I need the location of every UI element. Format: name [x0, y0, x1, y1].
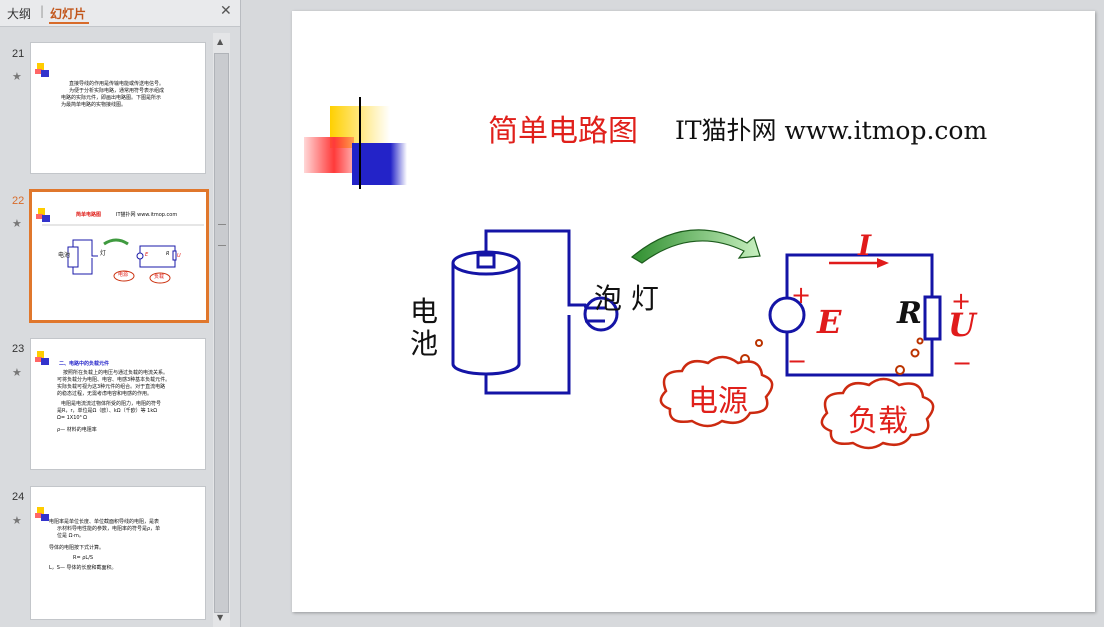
star-icon: ★ [12, 217, 22, 230]
thumb-u-label: U [177, 253, 181, 259]
thumb-text-line: 位是 Ω·m。 [57, 533, 84, 539]
thumb-text-line: 的稳态过程，无需考虑电容和电感的作用。 [57, 391, 153, 397]
battery-illustration [451, 229, 590, 395]
scroll-down-icon[interactable]: ▼ [217, 613, 224, 622]
thumb-text-line: 电阻是电流流过物体所受的阻力，电阻的符号 [61, 401, 162, 407]
thumb-text-line: 电路的实际元件，即画出电路图。下图是所示 [61, 95, 162, 101]
grip-icon [218, 224, 226, 246]
thumb-title-black: IT猫扑网 www.itmop.com [116, 212, 178, 218]
thumb-text-line: R= ρL/S [73, 555, 94, 561]
slide-number-22: 22 [12, 195, 25, 207]
decoration-icon [35, 63, 49, 77]
lamp-bulb-illustration [583, 296, 619, 332]
thumb-text-line: 为最简单电路的实物接线图。 [61, 102, 127, 108]
slide-thumbnail-22[interactable]: 简单电路图 IT猫扑网 www.itmop.com 电池 灯 E R U 电源 … [29, 189, 209, 323]
slide-number-23: 23 [12, 343, 25, 355]
thumb-circuit-diagram [42, 224, 204, 284]
star-icon: ★ [12, 70, 22, 83]
battery-label-top: 电 [410, 295, 438, 328]
tab-separator: | [40, 4, 45, 18]
source-cloud-shape [659, 355, 774, 428]
thumb-e-label: E [145, 252, 149, 258]
thumb-title-red: 简单电路图 [76, 212, 102, 218]
slide-title-red: 简单电路图 [488, 114, 638, 149]
thumb-text-line: 直接导线的作用是传输电能或传送电信号。 [69, 81, 165, 87]
lamp-label: 泡 灯 [594, 282, 659, 315]
voltage-minus-sign: − [952, 349, 972, 377]
star-icon: ★ [12, 514, 22, 527]
circuit-schematic [768, 253, 942, 377]
thumb-r-label: R [166, 251, 170, 257]
decoration-icon [35, 351, 49, 365]
thumb-battery-label: 电池 [58, 252, 71, 259]
thumb-load-label: 负载 [154, 274, 165, 280]
slide-thumbnail-pane: 大纲 | 幻灯片 ✕ 21 ★ 直接导线的作用是传输电能或传送电信号。 为便于分… [0, 0, 241, 627]
thumb-text-line: L，S— 导体的长度和截面积。 [49, 565, 117, 571]
thumb-heading: 二、电路中的负载元件 [59, 361, 110, 367]
thumb-source-label: 电源 [118, 272, 129, 278]
resistor-label: R [896, 296, 922, 331]
curved-arrow-icon [630, 229, 761, 264]
emf-plus-sign: + [791, 281, 811, 309]
decoration-icon [35, 507, 49, 521]
tab-outline[interactable]: 大纲 [7, 7, 32, 21]
star-icon: ★ [12, 366, 22, 379]
source-cloud-label: 电源 [688, 384, 748, 419]
slide-thumbnail-21[interactable]: 直接导线的作用是传输电能或传送电信号。 为便于分析实际电路，通常用符号表示组成 … [30, 42, 206, 174]
thumb-text-line: 导体的电阻按下式计算。 [49, 545, 105, 551]
active-tab-underline [49, 22, 89, 24]
pane-tab-bar: 大纲 | 幻灯片 ✕ [0, 0, 240, 27]
voltage-plus-sign: + [951, 287, 971, 315]
voltage-label: U [948, 306, 978, 344]
thumb-text-line: ρ— 材料的电阻率 [57, 427, 97, 433]
slide-number-24: 24 [12, 491, 25, 503]
load-cloud-shape [820, 377, 935, 450]
dots-decoration [740, 337, 924, 375]
emf-minus-sign: − [787, 347, 807, 375]
scrollbar-thumb[interactable] [214, 53, 229, 613]
decoration-icon [36, 208, 50, 222]
scroll-up-icon[interactable]: ▲ [217, 37, 224, 46]
current-arrow-icon [829, 258, 889, 268]
title-decoration-icon [304, 97, 1052, 189]
slide-canvas[interactable]: 简单电路图 IT猫扑网 www.itmop.com 电 池 泡 灯 I E R … [292, 11, 1095, 612]
thumb-text-line: 示材料导电性能的参数，电阻率的符号是ρ，单 [57, 526, 161, 532]
emf-label: E [816, 303, 842, 341]
slide-thumbnail-23[interactable]: 二、电路中的负载元件 按照所在负载上的电压与通过负载的电流关系。 可将负载分为电… [30, 338, 206, 470]
load-cloud-label: 负载 [848, 404, 908, 439]
thumb-text-line: Ω= 1X10³ Ω [57, 415, 87, 421]
thumb-text-line: 电阻率是单位长度、单位截面积导线的电阻，是表 [49, 519, 160, 525]
thumbnail-scrollbar[interactable]: ▲ ▼ [213, 33, 230, 627]
thumb-lamp-label: 灯 [100, 250, 107, 257]
slide-title-black: IT猫扑网 www.itmop.com [675, 116, 987, 145]
slide-drawing: 简单电路图 IT猫扑网 www.itmop.com 电 池 泡 灯 I E R … [304, 97, 1052, 450]
thumb-text-line: 为便于分析实际电路，通常用符号表示组成 [69, 88, 165, 94]
tab-slides[interactable]: 幻灯片 [50, 7, 87, 21]
slide-thumbnail-24[interactable]: 电阻率是单位长度、单位截面积导线的电阻，是表 示材料导电性能的参数，电阻率的符号… [30, 486, 206, 620]
current-label: I [857, 229, 872, 262]
close-pane-icon[interactable]: ✕ [220, 3, 232, 19]
thumb-text-line: 可将负载分为电阻、电容、电感3种基本负载元件。 [57, 377, 171, 383]
thumb-text-line: 是R，r，单位是Ω（欧）、kΩ（千欧）等 1kΩ [57, 408, 158, 414]
thumb-text-line: 按照所在负载上的电压与通过负载的电流关系。 [63, 370, 169, 376]
thumb-text-line: 实际负载可视为这3种元件的组合。对于直流电路 [57, 384, 166, 390]
slide-number-21: 21 [12, 48, 25, 60]
battery-label-bottom: 池 [410, 327, 438, 360]
